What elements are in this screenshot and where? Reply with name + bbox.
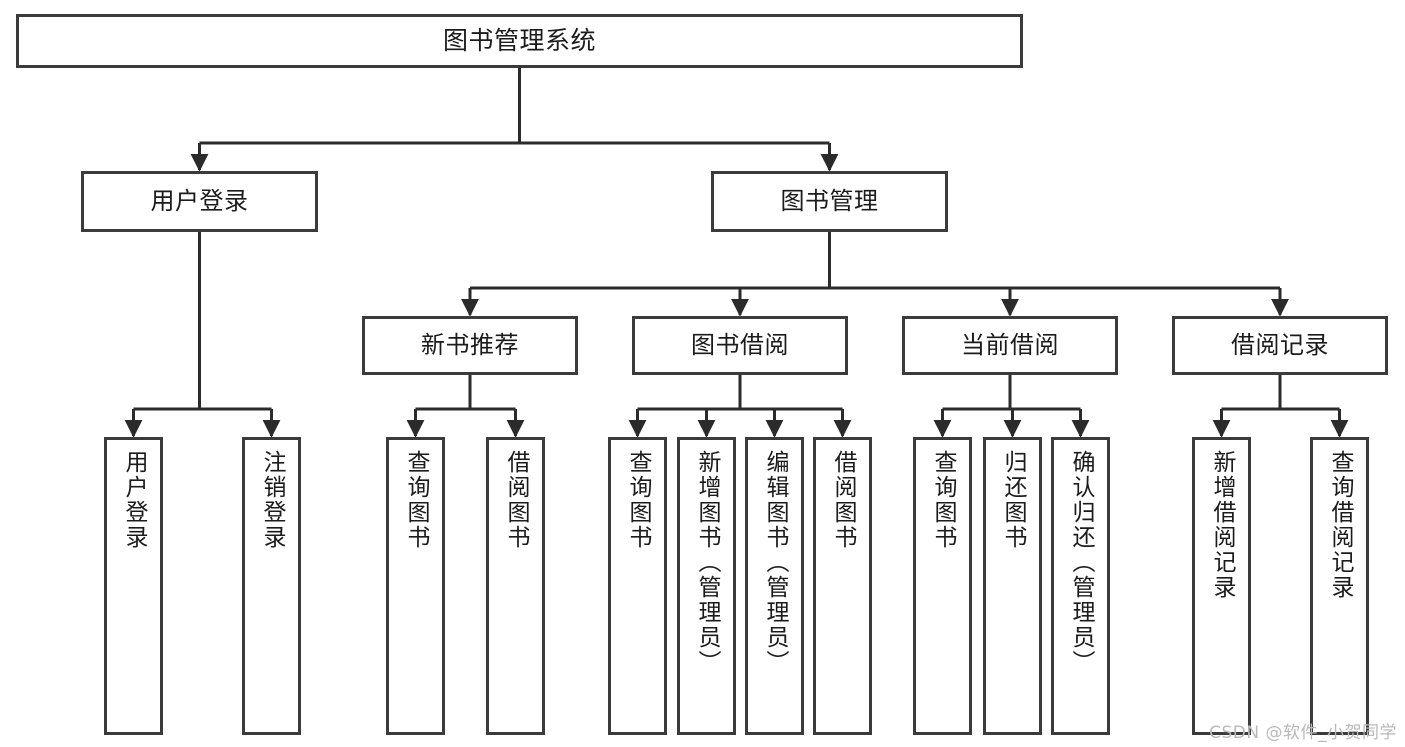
watermark: CSDN @软件_小贺同学 bbox=[1209, 723, 1397, 743]
node-label: 当前借阅 bbox=[961, 331, 1059, 360]
node-leaf7[interactable]: 编辑图书（管理员） bbox=[745, 437, 804, 735]
node-root[interactable]: 图书管理系统 bbox=[16, 14, 1023, 68]
node-newbooks[interactable]: 新书推荐 bbox=[362, 316, 578, 375]
node-label: 查询图书 bbox=[403, 450, 429, 550]
node-label: 查询图书 bbox=[625, 450, 651, 550]
node-label: 新增图书（管理员） bbox=[694, 450, 720, 675]
node-leaf11[interactable]: 确认归还（管理员） bbox=[1051, 437, 1110, 735]
node-leaf9[interactable]: 查询图书 bbox=[913, 437, 972, 735]
node-leaf6[interactable]: 新增图书（管理员） bbox=[677, 437, 736, 735]
node-label: 用户登录 bbox=[150, 187, 249, 216]
node-label: 图书借阅 bbox=[691, 331, 789, 360]
node-leaf12[interactable]: 新增借阅记录 bbox=[1192, 437, 1251, 735]
node-leaf13[interactable]: 查询借阅记录 bbox=[1310, 437, 1369, 735]
node-label: 借阅记录 bbox=[1231, 331, 1329, 360]
node-label: 新书推荐 bbox=[421, 331, 519, 360]
node-label: 查询图书 bbox=[930, 450, 956, 550]
node-bookmgmt[interactable]: 图书管理 bbox=[711, 171, 948, 232]
node-leaf4[interactable]: 借阅图书 bbox=[486, 437, 545, 735]
node-label: 注销登录 bbox=[259, 450, 285, 550]
node-records[interactable]: 借阅记录 bbox=[1172, 316, 1388, 375]
node-leaf5[interactable]: 查询图书 bbox=[608, 437, 667, 735]
node-label: 查询借阅记录 bbox=[1327, 450, 1353, 600]
node-current[interactable]: 当前借阅 bbox=[902, 316, 1118, 375]
node-leaf10[interactable]: 归还图书 bbox=[983, 437, 1042, 735]
node-label: 借阅图书 bbox=[830, 450, 856, 550]
node-label: 用户登录 bbox=[121, 450, 147, 550]
node-label: 借阅图书 bbox=[503, 450, 529, 550]
node-leaf2[interactable]: 注销登录 bbox=[242, 437, 301, 735]
node-label: 编辑图书（管理员） bbox=[762, 450, 788, 675]
node-leaf8[interactable]: 借阅图书 bbox=[813, 437, 872, 735]
node-leaf3[interactable]: 查询图书 bbox=[386, 437, 445, 735]
node-label: 图书管理系统 bbox=[442, 26, 596, 56]
node-login[interactable]: 用户登录 bbox=[81, 171, 318, 232]
node-label: 确认归还（管理员） bbox=[1068, 450, 1094, 675]
node-borrow[interactable]: 图书借阅 bbox=[632, 316, 848, 375]
node-label: 归还图书 bbox=[1000, 450, 1026, 550]
node-label: 图书管理 bbox=[780, 187, 879, 216]
node-label: 新增借阅记录 bbox=[1209, 450, 1235, 600]
node-leaf1[interactable]: 用户登录 bbox=[104, 437, 163, 735]
